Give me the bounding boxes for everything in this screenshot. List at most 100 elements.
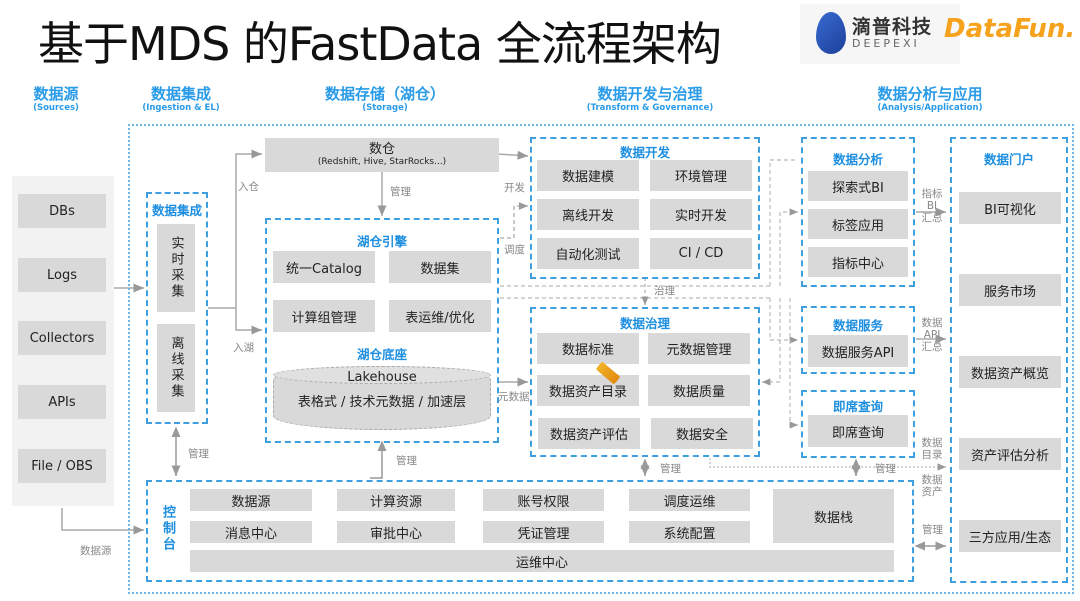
source-dbs[interactable]: DBs bbox=[18, 194, 106, 228]
dev-group bbox=[530, 137, 760, 279]
column-title: 数据开发与治理 bbox=[597, 85, 703, 103]
column-subtitle: (Analysis/Application) bbox=[877, 103, 983, 113]
gov-quality[interactable]: 数据质量 bbox=[648, 375, 750, 406]
column-header-ingestion: 数据集成 (Ingestion & EL) bbox=[126, 86, 236, 114]
lakehouse-engine-title: 湖仓引擎 bbox=[356, 234, 407, 249]
console-account[interactable]: 账号权限 bbox=[483, 489, 604, 511]
portal-bi-visual[interactable]: BI可视化 bbox=[959, 192, 1061, 224]
column-subtitle: (Sources) bbox=[33, 103, 79, 113]
engine-dataset[interactable]: 数据集 bbox=[389, 251, 491, 283]
column-header-transform: 数据开发与治理 (Transform & Governance) bbox=[565, 86, 735, 114]
platform-boundary bbox=[128, 124, 1074, 594]
ingestion-offline[interactable]: 离线采集 bbox=[157, 324, 195, 412]
dev-env-mgmt[interactable]: 环境管理 bbox=[650, 160, 752, 191]
portal-service-market[interactable]: 服务市场 bbox=[959, 274, 1061, 306]
gov-metadata[interactable]: 元数据管理 bbox=[648, 333, 750, 364]
engine-table-ops[interactable]: 表运维/优化 bbox=[389, 300, 491, 332]
warehouse-title: 数仓 bbox=[368, 142, 395, 157]
source-logs[interactable]: Logs bbox=[18, 258, 106, 292]
gov-standards[interactable]: 数据标准 bbox=[537, 333, 639, 364]
deepexi-logo-text: 滴普科技 bbox=[852, 16, 933, 38]
analysis-tags[interactable]: 标签应用 bbox=[808, 209, 908, 239]
label-govern: 治理 bbox=[654, 285, 675, 297]
deepexi-logo-icon bbox=[816, 12, 846, 54]
console-group bbox=[146, 480, 914, 582]
label-line: 数据 bbox=[921, 437, 943, 449]
label-line: 指标 bbox=[921, 188, 943, 200]
label-line: BI bbox=[926, 200, 938, 212]
gov-group bbox=[530, 307, 760, 457]
label-line: 数据 bbox=[921, 317, 943, 329]
column-title: 数据存储（湖仓） bbox=[324, 85, 445, 103]
gov-title: 数据治理 bbox=[619, 316, 670, 331]
console-compute[interactable]: 计算资源 bbox=[337, 489, 455, 511]
console-datasource[interactable]: 数据源 bbox=[190, 489, 312, 511]
column-header-sources: 数据源 (Sources) bbox=[10, 86, 102, 114]
page-title: 基于MDS 的FastData 全流程架构 bbox=[38, 17, 722, 71]
adhoc-title: 即席查询 bbox=[832, 399, 883, 414]
analysis-group bbox=[801, 137, 915, 287]
ingestion-title: 数据集成 bbox=[151, 203, 202, 218]
engine-compute-group[interactable]: 计算组管理 bbox=[273, 300, 375, 332]
source-file-obs[interactable]: File / OBS bbox=[18, 449, 106, 483]
source-collectors[interactable]: Collectors bbox=[18, 321, 106, 355]
deepexi-logo-subtext: DEEPEXI bbox=[852, 37, 920, 50]
ingestion-realtime[interactable]: 实时采集 bbox=[157, 224, 195, 312]
engine-unified-catalog[interactable]: 统一Catalog bbox=[273, 251, 375, 283]
source-apis[interactable]: APIs bbox=[18, 385, 106, 419]
console-credentials[interactable]: 凭证管理 bbox=[483, 521, 604, 543]
console-messages[interactable]: 消息中心 bbox=[190, 521, 312, 543]
dev-modeling[interactable]: 数据建模 bbox=[537, 160, 639, 191]
warehouse-subtitle: (Redshift, Hive, StarRocks...) bbox=[317, 157, 447, 167]
label-develop: 开发 bbox=[504, 182, 525, 194]
gov-asset-eval[interactable]: 数据资产评估 bbox=[538, 418, 640, 449]
column-subtitle: (Ingestion & EL) bbox=[142, 103, 220, 113]
lakehouse-title: Lakehouse bbox=[347, 370, 417, 385]
console-approval[interactable]: 审批中心 bbox=[337, 521, 455, 543]
portal-asset-overview[interactable]: 数据资产概览 bbox=[959, 356, 1061, 388]
label-line: 目录 bbox=[921, 449, 943, 461]
dev-realtime[interactable]: 实时开发 bbox=[650, 199, 752, 230]
label-manage-ingestion: 管理 bbox=[188, 448, 209, 460]
analysis-exploratory-bi[interactable]: 探索式BI bbox=[808, 171, 908, 201]
console-datastack[interactable]: 数据栈 bbox=[773, 489, 894, 543]
lakehouse-cylinder-top bbox=[273, 366, 491, 384]
portal-third-party[interactable]: 三方应用/生态 bbox=[959, 520, 1061, 552]
dev-offline[interactable]: 离线开发 bbox=[537, 199, 639, 230]
label-line: API bbox=[923, 329, 941, 341]
label-manage-lakehouse: 管理 bbox=[396, 455, 417, 467]
analysis-metric-center[interactable]: 指标中心 bbox=[808, 247, 908, 277]
column-header-analysis: 数据分析与应用 (Analysis/Application) bbox=[850, 86, 1010, 114]
label-manage-portal: 管理 bbox=[922, 524, 943, 536]
label-metric-bi: 指标 BI 汇总 bbox=[918, 188, 946, 224]
console-title: 控制台 bbox=[160, 505, 175, 553]
console-scheduling[interactable]: 调度运维 bbox=[629, 489, 750, 511]
gov-asset-catalog[interactable]: 数据资产目录 bbox=[537, 375, 639, 406]
label-manage-gov: 管理 bbox=[660, 463, 681, 475]
column-title: 数据源 bbox=[33, 85, 79, 103]
service-group bbox=[801, 306, 915, 374]
console-ops-center[interactable]: 运维中心 bbox=[190, 550, 894, 572]
portal-asset-eval[interactable]: 资产评估分析 bbox=[959, 438, 1061, 470]
service-api[interactable]: 数据服务API bbox=[808, 335, 908, 367]
lakehouse-base-title: 湖仓底座 bbox=[356, 347, 407, 362]
datafun-logo: DataFun. bbox=[944, 14, 1076, 44]
analysis-title: 数据分析 bbox=[832, 152, 883, 167]
dev-cicd[interactable]: CI / CD bbox=[650, 238, 752, 269]
label-into-lake: 入湖 bbox=[233, 342, 254, 354]
label-line: 汇总 bbox=[921, 212, 943, 224]
label-line: 资产 bbox=[921, 486, 943, 498]
adhoc-query[interactable]: 即席查询 bbox=[808, 415, 908, 447]
label-manage-adhoc: 管理 bbox=[875, 463, 896, 475]
console-sysconfig[interactable]: 系统配置 bbox=[629, 521, 750, 543]
dev-title: 数据开发 bbox=[619, 145, 670, 160]
label-manage-warehouse: 管理 bbox=[390, 186, 411, 198]
dev-autotest[interactable]: 自动化测试 bbox=[537, 238, 639, 269]
portal-group bbox=[950, 137, 1068, 583]
gov-security[interactable]: 数据安全 bbox=[651, 418, 753, 449]
warehouse-box[interactable]: 数仓 (Redshift, Hive, StarRocks...) bbox=[265, 138, 499, 172]
service-title: 数据服务 bbox=[832, 318, 883, 333]
column-title: 数据分析与应用 bbox=[877, 85, 983, 103]
label-schedule: 调度 bbox=[504, 244, 525, 256]
label-datasource: 数据源 bbox=[80, 545, 112, 557]
